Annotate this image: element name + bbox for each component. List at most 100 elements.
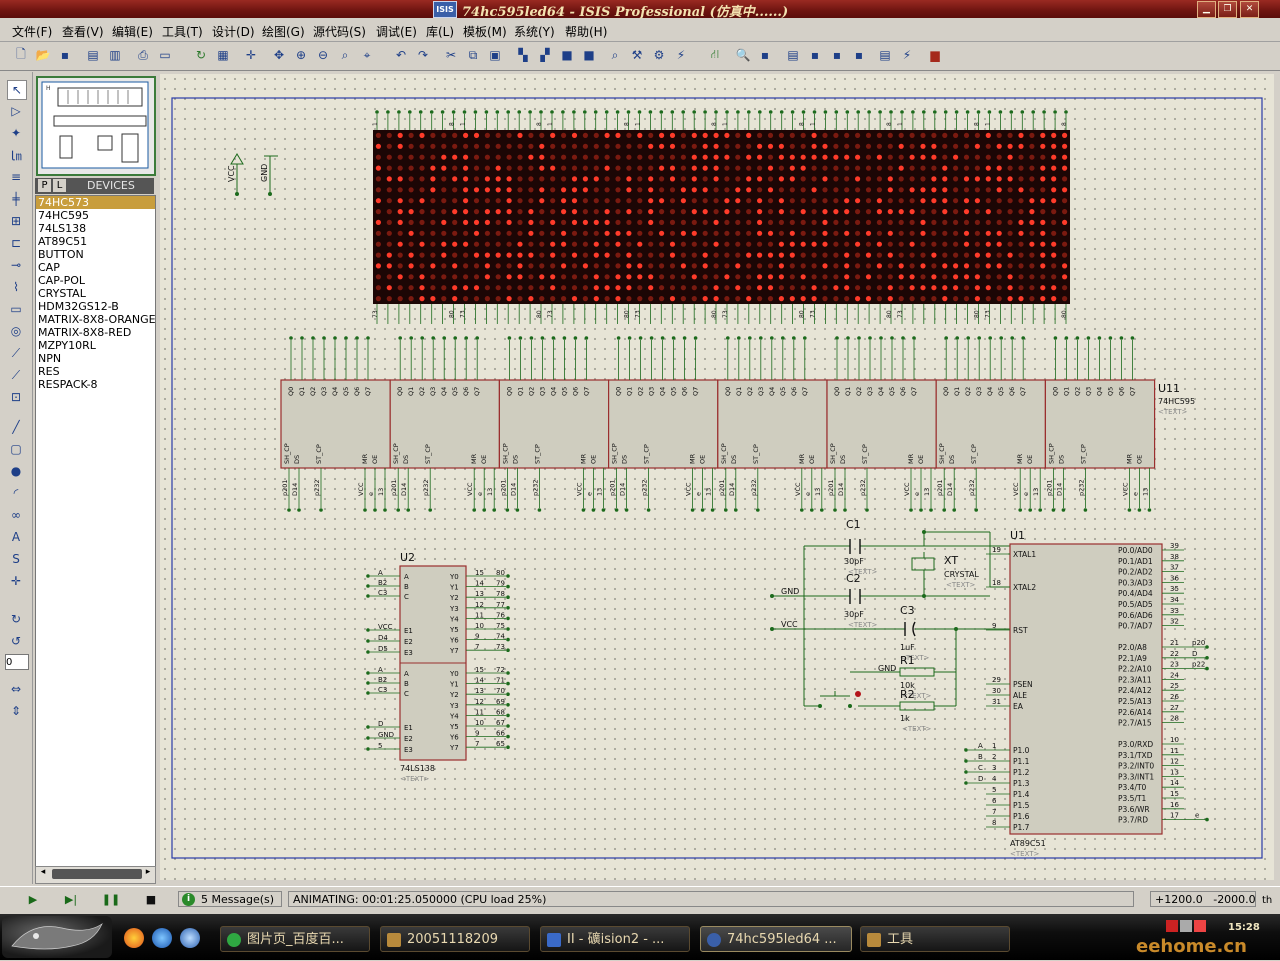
block-copy-icon[interactable]: ▚ bbox=[518, 48, 528, 62]
device-list-scrollbar[interactable]: ◂ ▸ bbox=[35, 866, 156, 884]
minimize-icon[interactable]: ▁ bbox=[1197, 1, 1216, 18]
subcircuit-icon[interactable]: ⊞ bbox=[10, 214, 22, 228]
arc-tool-icon[interactable]: ◜ bbox=[13, 486, 19, 500]
zoom-all-icon[interactable]: ⌕ bbox=[341, 47, 349, 62]
menu-view[interactable]: 查看(V) bbox=[62, 25, 104, 39]
scroll-left-icon[interactable]: ◂ bbox=[40, 867, 46, 877]
vcc-terminal[interactable]: VCC bbox=[227, 153, 244, 196]
menu-template[interactable]: 模板(M) bbox=[463, 25, 507, 39]
device-item[interactable]: CRYSTAL bbox=[38, 287, 86, 300]
bus-icon[interactable]: ╪ bbox=[12, 192, 20, 206]
explorer-quicklaunch-icon[interactable] bbox=[180, 928, 200, 948]
export-icon[interactable]: ▥ bbox=[109, 48, 121, 62]
paste-icon[interactable]: ▣ bbox=[489, 48, 501, 62]
scroll-thumb[interactable] bbox=[52, 869, 142, 879]
rotation-angle-input[interactable] bbox=[5, 654, 29, 670]
generator-icon[interactable]: ◎ bbox=[10, 324, 22, 338]
block-rotate-icon[interactable]: ■ bbox=[561, 48, 573, 62]
undo-icon[interactable]: ↶ bbox=[395, 48, 407, 62]
menu-system[interactable]: 系统(Y) bbox=[514, 25, 555, 39]
tray-icon-1[interactable] bbox=[1166, 920, 1178, 932]
overview-window[interactable]: H bbox=[36, 76, 156, 176]
tray-icon-3[interactable] bbox=[1194, 920, 1206, 932]
device-item[interactable]: CAP-POL bbox=[38, 274, 85, 287]
menu-file[interactable]: 文件(F) bbox=[12, 25, 53, 39]
selection-mode-icon[interactable]: ↖ bbox=[7, 80, 27, 100]
electrical-rule-check-icon[interactable]: ⚡ bbox=[902, 48, 912, 62]
restore-icon[interactable]: ❐ bbox=[1218, 1, 1237, 18]
wire-autorouter-icon[interactable]: ⛙ bbox=[710, 47, 720, 61]
line-tool-icon[interactable]: ╱ bbox=[12, 420, 20, 434]
netlist-icon[interactable]: ▪ bbox=[854, 48, 864, 62]
save-icon[interactable]: ▪ bbox=[60, 48, 70, 62]
task-tools[interactable]: 工具 bbox=[860, 926, 1010, 952]
terminal-icon[interactable]: ⊏ bbox=[10, 236, 22, 250]
step-icon[interactable]: ▶| bbox=[64, 892, 78, 906]
oscillator-network[interactable] bbox=[772, 531, 1011, 711]
microcontroller-at89c51[interactable]: XTAL119XTAL218RST9PSEN29ALE30EA31P1.01P1… bbox=[964, 542, 1209, 835]
decompose-icon[interactable]: ⚡ bbox=[676, 48, 686, 62]
rotate-anticlockwise-icon[interactable]: ↺ bbox=[10, 634, 22, 648]
library-manager-button[interactable]: L bbox=[53, 179, 66, 192]
device-item[interactable]: NPN bbox=[38, 352, 62, 365]
new-file-icon[interactable]: 🗋 bbox=[16, 46, 26, 61]
mirror-horizontal-icon[interactable]: ⇔ bbox=[10, 682, 22, 696]
block-delete-icon[interactable]: ■ bbox=[583, 48, 595, 62]
circle-tool-icon[interactable]: ● bbox=[10, 464, 22, 478]
close-icon[interactable]: ✕ bbox=[1240, 1, 1259, 18]
import-icon[interactable]: ▤ bbox=[87, 48, 99, 62]
redo-icon[interactable]: ↷ bbox=[417, 48, 429, 62]
box-tool-icon[interactable]: ▢ bbox=[10, 442, 22, 456]
mirror-vertical-icon[interactable]: ⇕ bbox=[10, 704, 22, 718]
open-file-icon[interactable]: 📂 bbox=[35, 48, 51, 62]
cut-icon[interactable]: ✂ bbox=[445, 48, 457, 62]
text-script-icon[interactable]: ≡ bbox=[10, 170, 22, 184]
virtual-instrument-icon[interactable]: ⊡ bbox=[10, 390, 22, 404]
tray-icon-2[interactable] bbox=[1180, 920, 1192, 932]
packaging-icon[interactable]: ⚙ bbox=[653, 48, 665, 62]
zoom-out-icon[interactable]: ⊖ bbox=[317, 48, 329, 62]
pick-device-icon[interactable]: ⌕ bbox=[611, 47, 619, 62]
goto-sheet-icon[interactable]: ▪ bbox=[832, 48, 842, 62]
menu-help[interactable]: 帮助(H) bbox=[565, 25, 608, 39]
device-item[interactable]: 74LS138 bbox=[38, 222, 87, 235]
task-isis[interactable]: 74hc595led64 ... bbox=[700, 926, 852, 952]
browser-quicklaunch-icon[interactable] bbox=[124, 928, 144, 948]
menu-design[interactable]: 设计(D) bbox=[212, 25, 255, 39]
print-area-icon[interactable]: ▭ bbox=[159, 48, 171, 62]
remove-sheet-icon[interactable]: ▪ bbox=[810, 48, 820, 62]
menu-edit[interactable]: 编辑(E) bbox=[112, 25, 153, 39]
new-sheet-icon[interactable]: ▤ bbox=[787, 48, 799, 62]
origin-icon[interactable]: ✛ bbox=[245, 48, 257, 62]
text-tool-icon[interactable]: A bbox=[11, 530, 21, 544]
device-item[interactable]: BUTTON bbox=[38, 248, 84, 261]
wire-label-icon[interactable]: ㏐ bbox=[9, 148, 22, 163]
make-device-icon[interactable]: ⚒ bbox=[631, 48, 643, 62]
stop-icon[interactable]: ■ bbox=[145, 892, 157, 906]
task-folder[interactable]: 20051118209 bbox=[380, 926, 530, 952]
device-item[interactable]: AT89C51 bbox=[38, 235, 88, 248]
menu-tools[interactable]: 工具(T) bbox=[162, 25, 203, 39]
ie-quicklaunch-icon[interactable] bbox=[152, 928, 172, 948]
device-item[interactable]: CAP bbox=[38, 261, 60, 274]
play-icon[interactable]: ▶ bbox=[28, 892, 38, 906]
device-item[interactable]: 74HC573 bbox=[36, 196, 155, 209]
path-tool-icon[interactable]: ∞ bbox=[11, 508, 21, 522]
property-tool-icon[interactable]: ▪ bbox=[760, 48, 770, 62]
voltage-probe-icon[interactable]: ⟋ bbox=[11, 345, 21, 360]
menu-library[interactable]: 库(L) bbox=[426, 25, 455, 39]
bill-of-materials-icon[interactable]: ▤ bbox=[879, 48, 891, 62]
symbol-tool-icon[interactable]: S bbox=[12, 552, 20, 566]
menu-debug[interactable]: 调试(E) bbox=[376, 25, 417, 39]
device-item[interactable]: HDM32GS12-B bbox=[38, 300, 119, 313]
search-tag-icon[interactable]: 🔍 bbox=[735, 48, 751, 62]
